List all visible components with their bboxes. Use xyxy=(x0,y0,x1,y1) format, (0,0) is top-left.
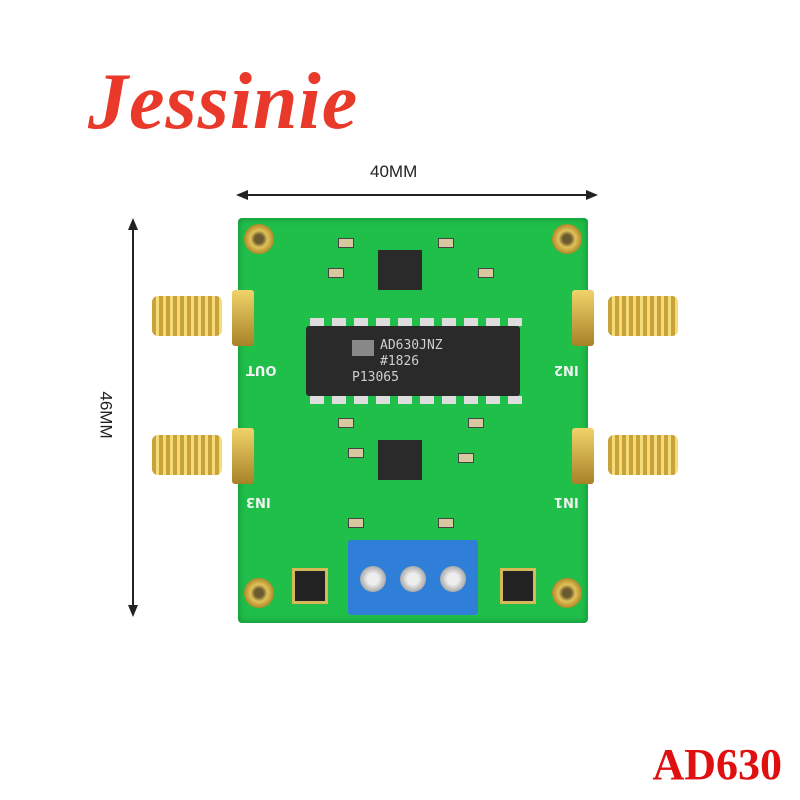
screw-icon xyxy=(360,566,386,592)
sma-base xyxy=(232,290,254,346)
sma-base xyxy=(572,428,594,484)
ic-middle xyxy=(378,440,422,480)
smd-component xyxy=(438,518,454,528)
model-label: AD630 xyxy=(652,740,782,789)
capacitor xyxy=(500,568,536,604)
chip-pins-top xyxy=(310,318,522,326)
sma-connector-in3 xyxy=(152,435,222,475)
analog-devices-logo-icon xyxy=(352,340,374,356)
mounting-hole xyxy=(552,224,582,254)
sma-connector-in2 xyxy=(608,296,678,336)
sma-base xyxy=(572,290,594,346)
width-dimension: 40MM xyxy=(370,162,418,181)
pcb-board: AD630JNZ #1826 P13065 OUT IN3 IN2 IN1 xyxy=(232,218,594,623)
sma-connector-out xyxy=(152,296,222,336)
brand-logo: Jessinie xyxy=(88,58,359,146)
label-in1: IN1 xyxy=(554,494,579,509)
chip-marking: P13065 xyxy=(352,370,399,385)
smd-component xyxy=(338,238,354,248)
chip-pins-bottom xyxy=(310,396,522,404)
chip-marking: AD630JNZ xyxy=(380,338,443,353)
chip-marking: #1826 xyxy=(380,354,420,369)
height-dimension: 46MM xyxy=(96,391,116,439)
label-in3: IN3 xyxy=(246,494,271,509)
sma-base xyxy=(232,428,254,484)
screw-icon xyxy=(440,566,466,592)
sma-connector-in1 xyxy=(608,435,678,475)
smd-component xyxy=(348,518,364,528)
mounting-hole xyxy=(244,224,274,254)
mounting-hole xyxy=(244,578,274,608)
screw-terminal xyxy=(348,540,478,615)
label-out: OUT xyxy=(246,362,277,377)
mounting-hole xyxy=(552,578,582,608)
smd-component xyxy=(478,268,494,278)
screw-icon xyxy=(400,566,426,592)
label-in2: IN2 xyxy=(554,362,579,377)
smd-component xyxy=(338,418,354,428)
smd-component xyxy=(348,448,364,458)
ic-top xyxy=(378,250,422,290)
smd-component xyxy=(328,268,344,278)
smd-component xyxy=(458,453,474,463)
smd-component xyxy=(468,418,484,428)
ad630-chip: AD630JNZ #1826 P13065 xyxy=(306,326,520,396)
smd-component xyxy=(438,238,454,248)
capacitor xyxy=(292,568,328,604)
